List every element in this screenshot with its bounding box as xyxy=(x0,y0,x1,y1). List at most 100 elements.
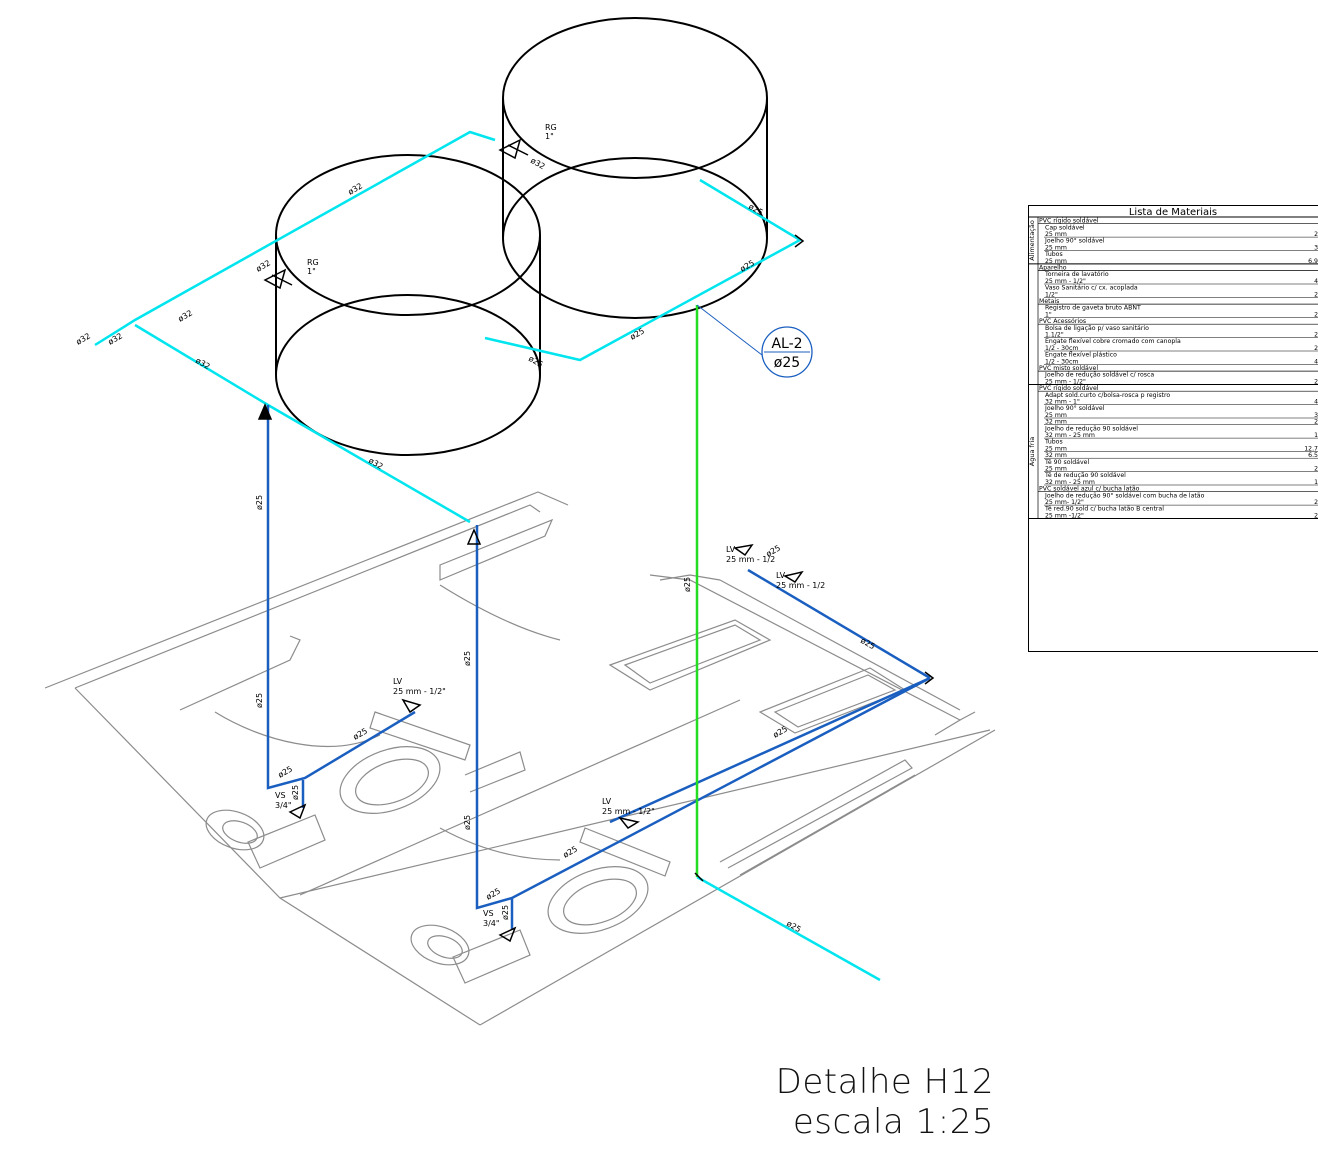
materials-quantity: 2 xyxy=(1314,231,1318,238)
label-d25: ø25 xyxy=(255,693,264,708)
materials-item: 32 mm - 25 mm xyxy=(1045,479,1095,486)
materials-quantity: 6.9 xyxy=(1308,258,1318,265)
al2-callout: AL-2 ø25 xyxy=(696,304,813,378)
materials-item: 32 mm xyxy=(1045,419,1067,426)
detail-title: Detalhe H12 xyxy=(775,1062,994,1102)
fitting-marks xyxy=(257,138,935,943)
materials-item: Engate flexível plástico xyxy=(1045,351,1117,359)
materials-item: 1/2" xyxy=(1045,291,1058,298)
label-d25: ø25 xyxy=(562,844,580,859)
materials-item: Tê red.90 sold c/ bucha latão B central xyxy=(1044,505,1164,513)
label-lv-size: 25 mm - 1/2" xyxy=(393,687,446,696)
materials-quantity: 4 xyxy=(1314,399,1318,406)
label-rg: RG xyxy=(545,123,557,132)
label-vs: VS xyxy=(483,909,494,918)
materials-title: Lista de Materiais xyxy=(1129,207,1217,218)
label-d32: ø32 xyxy=(177,308,195,323)
materials-item: 25 mm xyxy=(1045,445,1067,452)
materials-item: Engate flexível cobre cromado com canopl… xyxy=(1045,337,1181,345)
materials-quantity: 12.7 xyxy=(1304,445,1318,452)
materials-quantity: 4 xyxy=(1314,278,1318,285)
label-lv: LV xyxy=(776,571,786,580)
materials-item: Adapt sold.curto c/bolsa-rosca p registr… xyxy=(1045,392,1170,399)
label-d25: ø25 xyxy=(291,785,300,800)
materials-item: 32 mm xyxy=(1045,452,1067,459)
label-d25: ø25 xyxy=(859,636,877,651)
label-d25: ø25 xyxy=(485,886,503,901)
materials-quantity: 3 xyxy=(1314,412,1318,419)
materials-item: 25 mm xyxy=(1045,466,1067,473)
materials-quantity: 2 xyxy=(1314,419,1318,426)
materials-item: Bolsa de ligação p/ vaso sanitário xyxy=(1045,324,1149,332)
materials-item: 25 mm xyxy=(1045,244,1067,251)
label-lv-size: 25 mm - 1/2 xyxy=(726,555,775,564)
materials-category: PVC misto soldável xyxy=(1039,364,1098,372)
materials-quantity: 3 xyxy=(1314,244,1318,251)
materials-item: 25 mm - 1/2" xyxy=(1045,378,1086,385)
label-d25: ø25 xyxy=(463,651,472,666)
materials-item: Joelho de redução 90 soldável xyxy=(1044,424,1138,432)
materials-item: Tubos xyxy=(1044,251,1063,258)
label-vs: VS xyxy=(275,791,286,800)
materials-quantity: 2 xyxy=(1314,378,1318,385)
materials-item: Tê 90 soldável xyxy=(1044,458,1089,466)
label-d32: ø32 xyxy=(529,156,547,171)
materials-item: Torneira de lavatório xyxy=(1044,270,1109,278)
label-d25: ø25 xyxy=(501,905,510,920)
materials-item: 25 mm xyxy=(1045,258,1067,265)
materials-item: 1" xyxy=(1045,311,1052,318)
label-lv-size: 25 mm - 1/2 xyxy=(776,581,825,590)
materials-quantity: 4 xyxy=(1314,358,1318,365)
materials-group-label: Alimentação xyxy=(1028,220,1036,261)
materials-item: 1.1/2" xyxy=(1045,332,1064,339)
label-d25: ø25 xyxy=(629,326,647,341)
label-lv-size: 25 mm - 1/2" xyxy=(602,807,655,816)
label-d32: ø32 xyxy=(75,331,93,346)
materials-item: 25 mm -1/2" xyxy=(1045,512,1084,519)
label-d25: ø25 xyxy=(352,726,370,741)
materials-item: 1/2 - 30cm xyxy=(1045,358,1078,365)
materials-quantity: 2 xyxy=(1314,291,1318,298)
materials-group-label: Água fria xyxy=(1027,437,1036,467)
label-d32: ø32 xyxy=(347,181,365,196)
materials-quantity: 2 xyxy=(1314,512,1318,519)
materials-category: PVC rígido soldável xyxy=(1039,384,1099,392)
materials-item: Tê de redução 90 soldável xyxy=(1044,471,1126,479)
materials-item: Joelho de redução soldável c/ rosca xyxy=(1044,371,1154,379)
materials-category: PVC Acessórios xyxy=(1039,317,1086,325)
label-d25: ø25 xyxy=(255,495,264,510)
detail-scale: escala 1:25 xyxy=(792,1102,994,1142)
floor-plan xyxy=(44,491,996,1026)
materials-item: 32 mm - 25 mm xyxy=(1045,432,1095,439)
materials-item: Registro de gaveta bruto ABNT xyxy=(1045,305,1141,312)
label-vs-size: 3/4" xyxy=(275,801,292,810)
materials-item: Joelho 90° soldável xyxy=(1044,237,1105,245)
label-d25: ø25 xyxy=(527,354,545,369)
materials-quantity: 6.5 xyxy=(1308,452,1318,459)
materials-item: Vaso Sanitário c/ cx. acoplada xyxy=(1045,284,1138,292)
branch-pipes xyxy=(266,405,931,930)
materials-item: 1/2 - 30cm xyxy=(1045,345,1078,352)
callout-diameter: ø25 xyxy=(774,355,800,371)
label-rg-size: 1" xyxy=(545,132,554,141)
materials-category: PVC rígido soldável xyxy=(1039,217,1099,225)
callout-code: AL-2 xyxy=(771,336,802,352)
materials-item: Joelho 90° soldável xyxy=(1044,404,1105,412)
label-lv: LV xyxy=(726,545,736,554)
materials-quantity: 2 xyxy=(1314,332,1318,339)
materials-category: PVC soldável azul c/ bucha latão xyxy=(1039,485,1140,493)
label-d32: ø32 xyxy=(255,258,273,273)
label-d25: ø25 xyxy=(277,764,295,779)
materials-quantity: 1 xyxy=(1314,432,1318,439)
label-lv: LV xyxy=(602,797,612,806)
materials-quantity: 2 xyxy=(1314,311,1318,318)
drawing-title-block: Detalhe H12 escala 1:25 xyxy=(776,1062,994,1142)
water-tanks xyxy=(275,17,768,456)
materials-category: Metais xyxy=(1039,298,1059,305)
materials-item: 25 mm- 1/2" xyxy=(1045,499,1084,506)
materials-quantity: 2 xyxy=(1314,499,1318,506)
label-vs-size: 3/4" xyxy=(483,919,500,928)
materials-category: Aparelho xyxy=(1039,265,1067,272)
